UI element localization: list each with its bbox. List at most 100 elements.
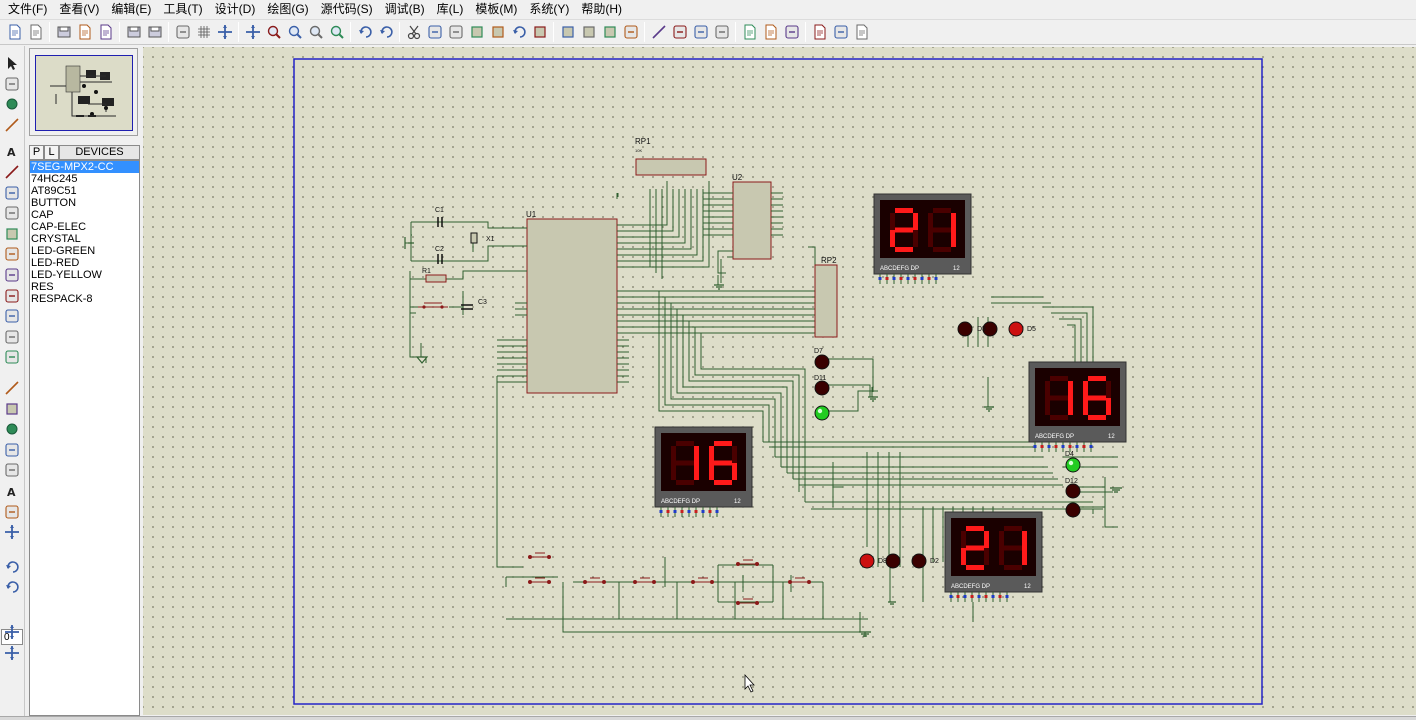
u1-at89c51-chip[interactable]: U1 xyxy=(515,210,629,394)
led-d11-yellow[interactable]: D11 xyxy=(814,375,830,396)
exit-parent-icon[interactable] xyxy=(782,23,801,42)
make-device-icon[interactable] xyxy=(579,23,598,42)
x1-crystal[interactable]: X1 xyxy=(470,232,495,244)
undo-icon[interactable] xyxy=(355,23,374,42)
rotate-ccw-icon[interactable] xyxy=(2,578,22,596)
rp1-resistor-pack[interactable]: RP1 10K xyxy=(635,137,707,176)
menu-item-10[interactable]: 系统(Y) xyxy=(529,2,570,16)
device-list-item[interactable]: BUTTON xyxy=(31,197,77,209)
terminals-icon[interactable] xyxy=(2,204,22,222)
device-pin-icon[interactable] xyxy=(2,225,22,243)
device-list-item[interactable]: 74HC245 xyxy=(31,173,78,185)
graph-icon[interactable] xyxy=(2,245,22,263)
led-row-top-right[interactable]: D3 D5 xyxy=(957,321,1036,337)
selection-mode-icon[interactable] xyxy=(2,54,22,72)
zoom-all-icon[interactable] xyxy=(306,23,325,42)
property-tool-icon[interactable] xyxy=(691,23,710,42)
button-7[interactable] xyxy=(736,598,759,605)
menu-item-5[interactable]: 绘图(G) xyxy=(267,2,309,16)
design-explorer-icon[interactable] xyxy=(712,23,731,42)
u2-74hc245-chip[interactable]: U2 xyxy=(727,173,783,260)
new-file-icon[interactable] xyxy=(5,23,24,42)
button-8[interactable] xyxy=(788,577,811,584)
menu-item-4[interactable]: 设计(D) xyxy=(214,2,256,16)
pick-from-library-button[interactable]: P xyxy=(29,145,44,160)
menu-item-3[interactable]: 工具(T) xyxy=(163,2,203,16)
print-area-icon[interactable] xyxy=(145,23,164,42)
led-d7-red[interactable]: D7 xyxy=(814,348,830,370)
button-6[interactable] xyxy=(736,559,759,566)
bus-icon[interactable] xyxy=(2,163,22,181)
wire-autorouter-icon[interactable] xyxy=(649,23,668,42)
generator-icon[interactable] xyxy=(2,287,22,305)
device-list-item[interactable]: CAP xyxy=(31,209,54,221)
marker-icon[interactable] xyxy=(2,523,22,541)
import-icon[interactable] xyxy=(75,23,94,42)
current-probe-icon[interactable] xyxy=(2,328,22,346)
menu-item-7[interactable]: 调试(B) xyxy=(384,2,425,16)
print-icon[interactable] xyxy=(124,23,143,42)
wire-label-icon[interactable] xyxy=(2,116,22,134)
button-3[interactable] xyxy=(583,577,606,584)
button-1[interactable] xyxy=(528,552,551,559)
button-5[interactable] xyxy=(691,577,714,584)
menu-item-0[interactable]: 文件(F) xyxy=(8,2,48,16)
schematic-drawing[interactable]: RP1 10K U2 U1 C1 xyxy=(143,47,1416,715)
arc-icon[interactable] xyxy=(2,441,22,459)
button-4[interactable] xyxy=(633,577,656,584)
c3-capacitor[interactable]: C3 xyxy=(461,299,487,310)
device-list-item[interactable]: RESPACK-8 xyxy=(31,293,93,305)
decompose-icon[interactable] xyxy=(621,23,640,42)
component-mode-icon[interactable] xyxy=(2,75,22,93)
origin-icon[interactable] xyxy=(215,23,234,42)
pan-icon[interactable] xyxy=(243,23,262,42)
subcircuit-icon[interactable] xyxy=(2,184,22,202)
paste-icon[interactable] xyxy=(446,23,465,42)
r1-resistor[interactable]: R1 xyxy=(422,268,447,283)
text-icon[interactable]: A xyxy=(2,482,22,500)
menu-item-8[interactable]: 库(L) xyxy=(436,2,464,16)
refresh-icon[interactable] xyxy=(173,23,192,42)
schematic-canvas[interactable]: RP1 10K U2 U1 C1 xyxy=(143,47,1416,715)
new-sheet-icon[interactable] xyxy=(740,23,759,42)
zoom-in-icon[interactable] xyxy=(264,23,283,42)
search-tag-icon[interactable] xyxy=(670,23,689,42)
led-d-green-lit[interactable] xyxy=(814,405,830,421)
block-move-icon[interactable] xyxy=(488,23,507,42)
copy-icon[interactable] xyxy=(425,23,444,42)
zoom-area-icon[interactable] xyxy=(327,23,346,42)
box-icon[interactable] xyxy=(2,400,22,418)
export-icon[interactable] xyxy=(96,23,115,42)
device-list-item[interactable]: LED-RED xyxy=(31,257,80,269)
circle-icon[interactable] xyxy=(2,420,22,438)
path-icon[interactable] xyxy=(2,461,22,479)
redo-icon[interactable] xyxy=(376,23,395,42)
reset-button[interactable] xyxy=(418,302,448,309)
rotate-cw-icon[interactable] xyxy=(2,558,22,576)
overview-window[interactable] xyxy=(29,48,138,136)
block-delete-icon[interactable] xyxy=(530,23,549,42)
menu-item-2[interactable]: 编辑(E) xyxy=(111,2,152,16)
line-icon[interactable] xyxy=(2,379,22,397)
menu-item-9[interactable]: 模板(M) xyxy=(475,2,518,16)
menu-item-1[interactable]: 查看(V) xyxy=(59,2,100,16)
device-list-item[interactable]: CAP-ELEC xyxy=(31,221,87,233)
c1-capacitor[interactable]: C1 xyxy=(435,207,444,227)
device-list-item[interactable]: 7SEG-MPX2-CC xyxy=(30,161,139,173)
menu-item-11[interactable]: 帮助(H) xyxy=(581,2,622,16)
block-rotate-icon[interactable] xyxy=(509,23,528,42)
zoom-out-icon[interactable] xyxy=(285,23,304,42)
bom-icon[interactable] xyxy=(810,23,829,42)
library-manager-button[interactable]: L xyxy=(44,145,59,160)
device-list-item[interactable]: LED-GREEN xyxy=(31,245,96,257)
device-list-item[interactable]: AT89C51 xyxy=(31,185,77,197)
tape-recorder-icon[interactable] xyxy=(2,266,22,284)
cut-icon[interactable] xyxy=(404,23,423,42)
device-list-item[interactable]: RES xyxy=(31,281,54,293)
voltage-probe-icon[interactable] xyxy=(2,307,22,325)
button-2[interactable] xyxy=(528,577,551,584)
save-icon[interactable] xyxy=(54,23,73,42)
rp2-resistor-pack[interactable]: RP2 xyxy=(814,256,838,338)
